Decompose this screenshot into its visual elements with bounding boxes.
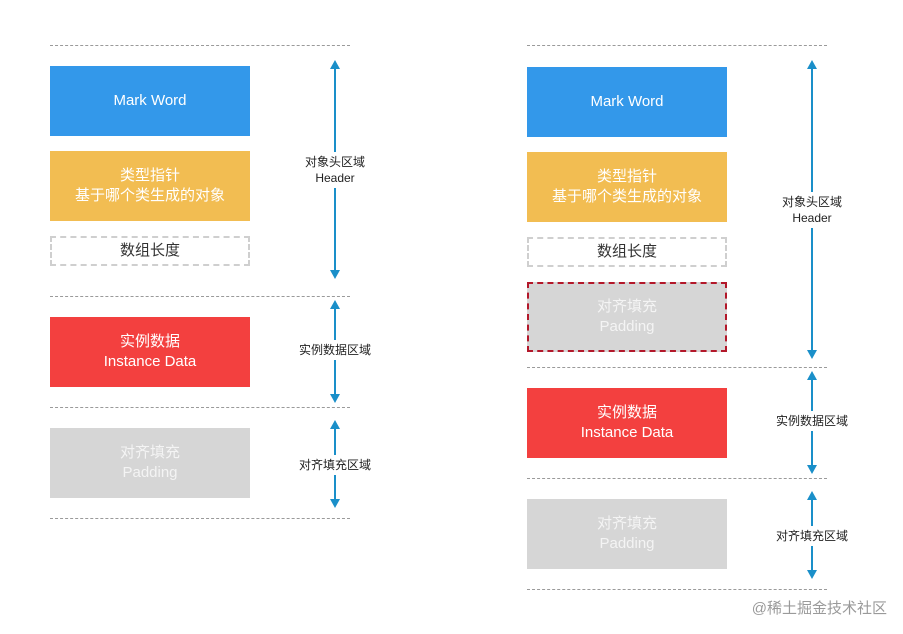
- mark-word-label: Mark Word: [113, 92, 187, 109]
- padding-block: 对齐填充 Padding: [527, 499, 727, 569]
- header-region-label-cn: 对象头区域: [781, 195, 842, 209]
- padding-label: 对齐填充: [596, 515, 657, 532]
- instance-region-label: 实例数据区域: [767, 411, 857, 431]
- type-pointer-block: 类型指针 基于哪个类生成的对象: [527, 152, 727, 222]
- header-region-label-cn: 对象头区域: [304, 155, 365, 169]
- divider: [527, 589, 827, 590]
- mark-word-block: Mark Word: [50, 66, 250, 136]
- divider: [527, 478, 827, 479]
- instance-data-label: 实例数据: [596, 404, 657, 421]
- header-padding-block: 对齐填充 Padding: [527, 282, 727, 352]
- instance-data-label-en: Instance Data: [580, 424, 674, 441]
- type-pointer-desc: 基于哪个类生成的对象: [74, 187, 225, 204]
- header-region-label: 对象头区域 Header: [295, 152, 375, 188]
- type-pointer-desc: 基于哪个类生成的对象: [551, 188, 702, 205]
- padding-label-en: Padding: [599, 535, 655, 552]
- mark-word-block: Mark Word: [527, 67, 727, 137]
- instance-region-label: 实例数据区域: [290, 340, 380, 360]
- padding-label: 对齐填充: [119, 444, 180, 461]
- padding-region-label: 对齐填充区域: [767, 526, 857, 546]
- padding-block: 对齐填充 Padding: [50, 428, 250, 498]
- instance-data-block: 实例数据 Instance Data: [50, 317, 250, 387]
- divider: [527, 45, 827, 46]
- header-region-label-en: Header: [315, 171, 355, 185]
- watermark: @稀土掘金技术社区: [751, 600, 887, 617]
- array-length-label: 数组长度: [119, 242, 180, 259]
- header-region-label-en: Header: [792, 211, 832, 225]
- padding-label-en: Padding: [122, 464, 178, 481]
- header-region-label: 对象头区域 Header: [772, 192, 852, 228]
- padding-region-label: 对齐填充区域: [290, 455, 380, 475]
- mark-word-label: Mark Word: [590, 93, 664, 110]
- array-length-block: 数组长度: [50, 236, 250, 266]
- instance-data-block: 实例数据 Instance Data: [527, 388, 727, 458]
- type-pointer-label: 类型指针: [596, 168, 657, 185]
- divider: [527, 367, 827, 368]
- divider: [50, 518, 350, 519]
- header-padding-label: 对齐填充: [596, 298, 657, 315]
- instance-data-label-en: Instance Data: [103, 353, 197, 370]
- header-padding-label-en: Padding: [599, 318, 655, 335]
- type-pointer-block: 类型指针 基于哪个类生成的对象: [50, 151, 250, 221]
- divider: [50, 407, 350, 408]
- type-pointer-label: 类型指针: [119, 167, 180, 184]
- instance-data-label: 实例数据: [119, 333, 180, 350]
- divider: [50, 296, 350, 297]
- divider: [50, 45, 350, 46]
- array-length-label: 数组长度: [596, 243, 657, 260]
- array-length-block: 数组长度: [527, 237, 727, 267]
